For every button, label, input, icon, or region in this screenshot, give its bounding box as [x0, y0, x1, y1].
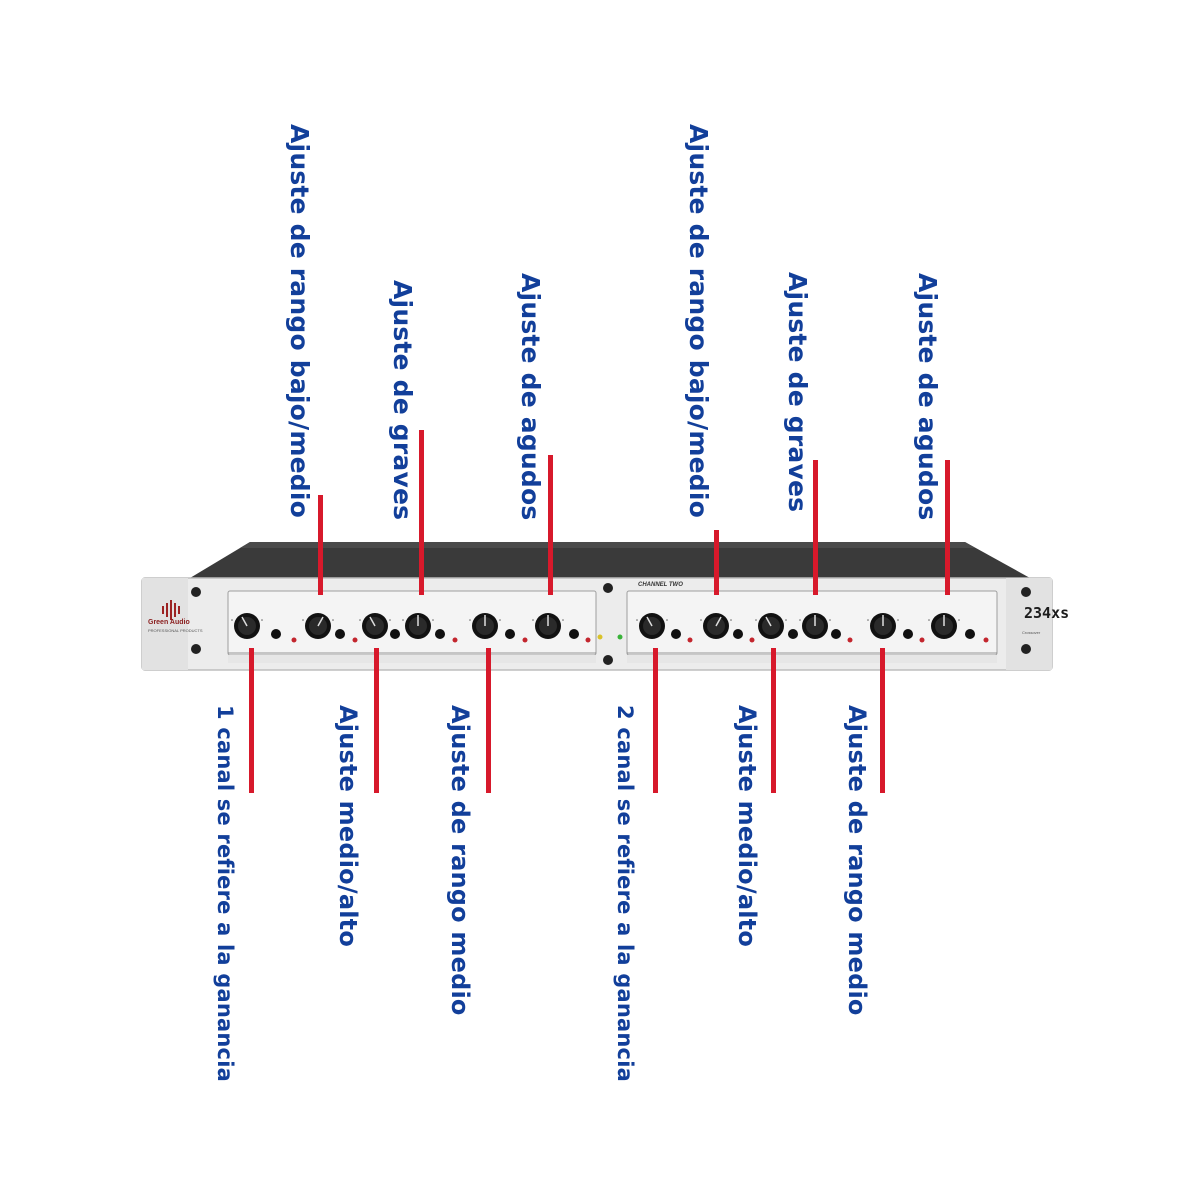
leader-line-ch1-gain	[249, 648, 254, 793]
leader-line-ch2-treble	[945, 460, 950, 595]
label-bottom-ch2-gain: 2 canal se refiere a la ganancia	[613, 705, 637, 1082]
label-bottom-ch1-mid: Ajuste de rango medio	[446, 705, 474, 1016]
leader-line-ch1-mid	[486, 648, 491, 793]
brand-logo-icon	[162, 600, 180, 620]
leader-line-ch1-treble	[548, 455, 553, 595]
label-bottom-ch1-gain: 1 canal se refiere a la ganancia	[213, 705, 237, 1082]
knob-ch2-midhigh-icon	[758, 613, 784, 639]
label-top-ch1-treble: Ajuste de agudos	[516, 272, 545, 520]
leader-line-ch2-gain	[653, 648, 658, 793]
knob-ch1-lowmid-icon	[305, 613, 331, 639]
label-top-ch1-lowmid: Ajuste de rango bajo/medio	[285, 123, 314, 518]
leader-line-ch2-midhigh	[771, 648, 776, 793]
channel-two-label: CHANNEL TWO	[638, 582, 683, 588]
leader-line-ch2-bass	[813, 460, 818, 595]
label-top-ch2-treble: Ajuste de agudos	[913, 272, 942, 520]
leader-line-ch2-mid	[880, 648, 885, 793]
label-top-ch2-bass: Ajuste de graves	[783, 271, 812, 512]
knob-ch2-high-output-icon	[931, 613, 957, 639]
knob-ch1-gain-icon	[234, 613, 260, 639]
knob-ch1-high-output-icon	[535, 613, 561, 639]
brand-logo-subtitle: PROFESSIONAL PRODUCTS	[148, 628, 203, 633]
knob-ch2-gain-icon	[639, 613, 665, 639]
knob-ch2-lowmid-icon	[703, 613, 729, 639]
brand-logo-text: Green Audio	[148, 619, 190, 626]
label-bottom-ch1-midhigh: Ajuste medio/alto	[334, 705, 362, 948]
label-top-ch1-bass: Ajuste de graves	[388, 279, 417, 520]
leader-line-ch1-lowmid	[318, 495, 323, 595]
knob-ch2-mid-output-icon	[870, 613, 896, 639]
label-bottom-ch2-midhigh: Ajuste medio/alto	[733, 705, 761, 948]
model-number: 234xs	[1024, 604, 1070, 622]
leader-line-ch2-lowmid	[714, 530, 719, 595]
knob-ch2-low-output-icon	[802, 613, 828, 639]
knob-ch1-midhigh-icon	[362, 613, 388, 639]
device-top-cover	[190, 542, 1030, 578]
leader-line-ch1-midhigh	[374, 648, 379, 793]
label-top-ch2-lowmid: Ajuste de rango bajo/medio	[684, 123, 713, 518]
brand-script: Crossover	[1022, 630, 1041, 635]
knob-ch1-low-output-icon	[405, 613, 431, 639]
leader-line-ch1-bass	[419, 430, 424, 595]
label-bottom-ch2-mid: Ajuste de rango medio	[843, 705, 871, 1016]
knob-ch1-mid-output-icon	[472, 613, 498, 639]
